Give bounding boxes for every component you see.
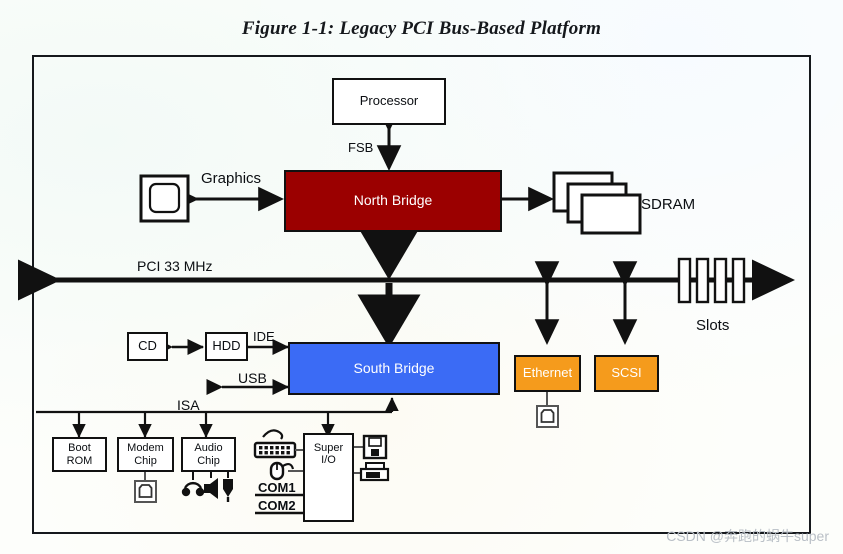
block-modem-chip-line1: Modem bbox=[127, 442, 164, 455]
block-boot-rom-line1: Boot bbox=[68, 442, 91, 455]
block-hdd[interactable]: HDD bbox=[205, 332, 248, 361]
com-port-lines bbox=[255, 493, 303, 515]
label-fsb: FSB bbox=[348, 140, 374, 155]
csdn-watermark: CSDN @奔跑的蜗牛super bbox=[666, 528, 829, 544]
audio-peripheral-stems bbox=[192, 471, 229, 480]
label-pci-bus: PCI 33 MHz bbox=[137, 258, 213, 274]
block-ethernet[interactable]: Ethernet bbox=[514, 355, 581, 392]
floppy-disk-icon bbox=[353, 434, 388, 460]
memory-module-icon bbox=[552, 171, 642, 235]
block-cd-label: CD bbox=[138, 338, 157, 354]
block-north-bridge-label: North Bridge bbox=[353, 192, 433, 209]
pci-slots-icon bbox=[677, 257, 746, 304]
block-super-io-line2: I/O bbox=[321, 454, 336, 467]
rj45-jack-icon bbox=[536, 392, 559, 428]
label-ide: IDE bbox=[253, 329, 275, 344]
printer-icon bbox=[353, 462, 390, 482]
label-graphics: Graphics bbox=[201, 170, 262, 187]
block-processor-label: Processor bbox=[359, 93, 419, 109]
block-boot-rom-line2: ROM bbox=[66, 454, 93, 467]
isa-bus bbox=[36, 397, 399, 438]
block-modem-chip[interactable]: Modem Chip bbox=[117, 437, 174, 472]
block-audio-chip-line2: Chip bbox=[197, 454, 220, 467]
block-hdd-label: HDD bbox=[212, 338, 241, 354]
headphones-icon bbox=[181, 481, 205, 497]
block-super-io-line1: Super bbox=[313, 442, 344, 454]
block-boot-rom[interactable]: Boot ROM bbox=[52, 437, 107, 472]
label-sdram: SDRAM bbox=[641, 196, 696, 213]
label-com2: COM2 bbox=[258, 498, 296, 513]
label-isa: ISA bbox=[177, 397, 200, 413]
label-slots: Slots bbox=[696, 317, 730, 334]
speaker-icon bbox=[204, 478, 218, 499]
block-audio-chip-line1: Audio bbox=[194, 442, 223, 455]
mouse-icon bbox=[269, 461, 303, 481]
block-south-bridge-label: South Bridge bbox=[353, 359, 435, 376]
block-audio-chip[interactable]: Audio Chip bbox=[181, 437, 236, 472]
block-modem-chip-line2: Chip bbox=[134, 454, 157, 467]
label-com1: COM1 bbox=[258, 480, 296, 495]
monitor-icon bbox=[139, 174, 190, 223]
figure-title: Figure 1-1: Legacy PCI Bus-Based Platfor… bbox=[241, 18, 602, 39]
modem-jack-icon bbox=[134, 471, 157, 503]
block-cd[interactable]: CD bbox=[127, 332, 168, 361]
block-scsi[interactable]: SCSI bbox=[594, 355, 659, 392]
block-super-io[interactable]: Super I/O bbox=[303, 433, 354, 522]
block-ethernet-label: Ethernet bbox=[522, 365, 573, 381]
block-south-bridge[interactable]: South Bridge bbox=[288, 342, 500, 395]
block-scsi-label: SCSI bbox=[611, 365, 642, 381]
label-usb: USB bbox=[238, 370, 267, 386]
block-north-bridge[interactable]: North Bridge bbox=[284, 170, 502, 232]
block-processor[interactable]: Processor bbox=[332, 78, 446, 125]
keyboard-icon bbox=[253, 429, 303, 459]
microphone-icon bbox=[223, 479, 233, 502]
